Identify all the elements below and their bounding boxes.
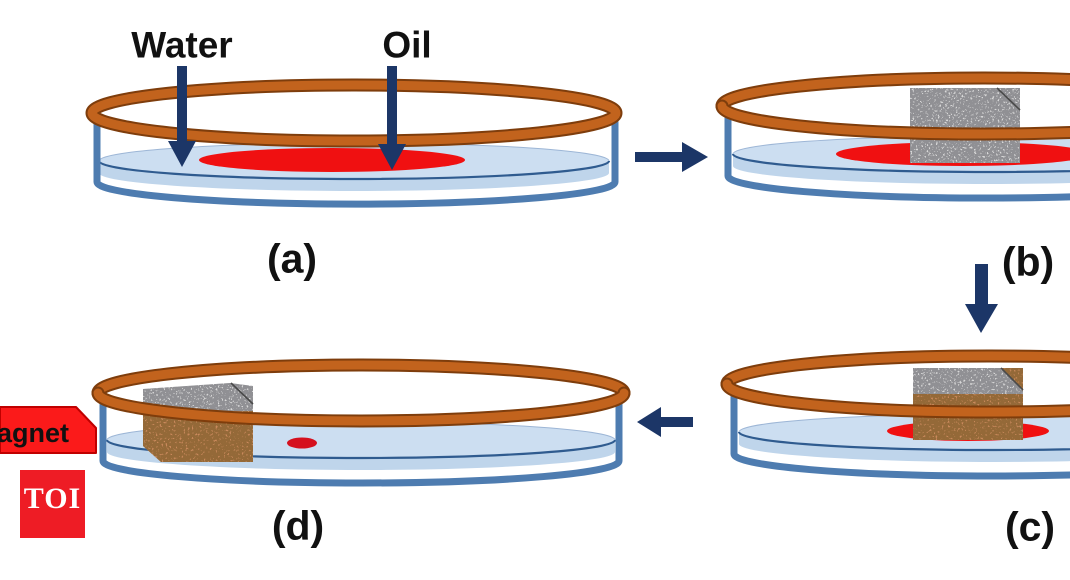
water-body bbox=[99, 161, 609, 191]
dish-rim-ring-front bbox=[720, 377, 1070, 419]
water-body bbox=[107, 440, 615, 470]
dish-wall bbox=[99, 396, 623, 487]
toi-watermark-text: TOI bbox=[23, 482, 82, 515]
flow-arrow-c-to-d bbox=[637, 407, 693, 437]
caption-c: (c) bbox=[1004, 503, 1056, 550]
oil-label: Oil bbox=[382, 24, 432, 66]
dish-wall bbox=[724, 109, 1070, 202]
panel-b-dish bbox=[715, 71, 1070, 202]
panel-a-dish bbox=[85, 66, 623, 208]
dish-rim-ring-back bbox=[720, 349, 1070, 391]
cube-corner-edge bbox=[230, 382, 254, 405]
water-pointer-arrow bbox=[168, 66, 196, 167]
flow-arrow-b-to-c bbox=[965, 264, 998, 333]
dish-wall bbox=[730, 388, 1070, 480]
dish-rim-ring-back bbox=[91, 358, 631, 400]
dish-rim-ring-front bbox=[91, 386, 631, 428]
water-front-edge bbox=[737, 431, 1070, 452]
caption-b: (b) bbox=[1001, 238, 1055, 285]
caption-d: (d) bbox=[271, 502, 325, 549]
cube-corner-edge bbox=[996, 87, 1021, 111]
water-front-edge bbox=[97, 160, 611, 181]
water-front-edge bbox=[105, 439, 617, 460]
water-body bbox=[733, 154, 1070, 184]
toi-watermark: TOI bbox=[20, 470, 85, 538]
dish-rim-ring bbox=[85, 78, 623, 148]
sponge-cube-saturated bbox=[143, 382, 254, 462]
panel-d-dish bbox=[0, 358, 631, 487]
water-body bbox=[739, 432, 1070, 462]
panel-c-dish bbox=[720, 349, 1070, 480]
water-front-edge bbox=[731, 153, 1070, 174]
caption-a: (a) bbox=[266, 235, 318, 282]
dish-rim-ring-back bbox=[715, 71, 1070, 113]
oil-spot bbox=[199, 148, 465, 172]
sponge-cube-absorbing bbox=[913, 367, 1024, 440]
magnet bbox=[0, 406, 97, 454]
sponge-cube-clean bbox=[910, 87, 1021, 163]
magnet-label: agnet bbox=[0, 418, 70, 448]
water-label: Water bbox=[131, 24, 233, 66]
dish-rim-ring-front bbox=[715, 99, 1070, 141]
dish-wall bbox=[93, 116, 619, 208]
oil-pointer-arrow bbox=[378, 66, 406, 170]
cube-corner-edge bbox=[1000, 367, 1024, 391]
oil-residue-dot bbox=[287, 437, 317, 449]
flow-arrow-a-to-b bbox=[635, 142, 708, 172]
